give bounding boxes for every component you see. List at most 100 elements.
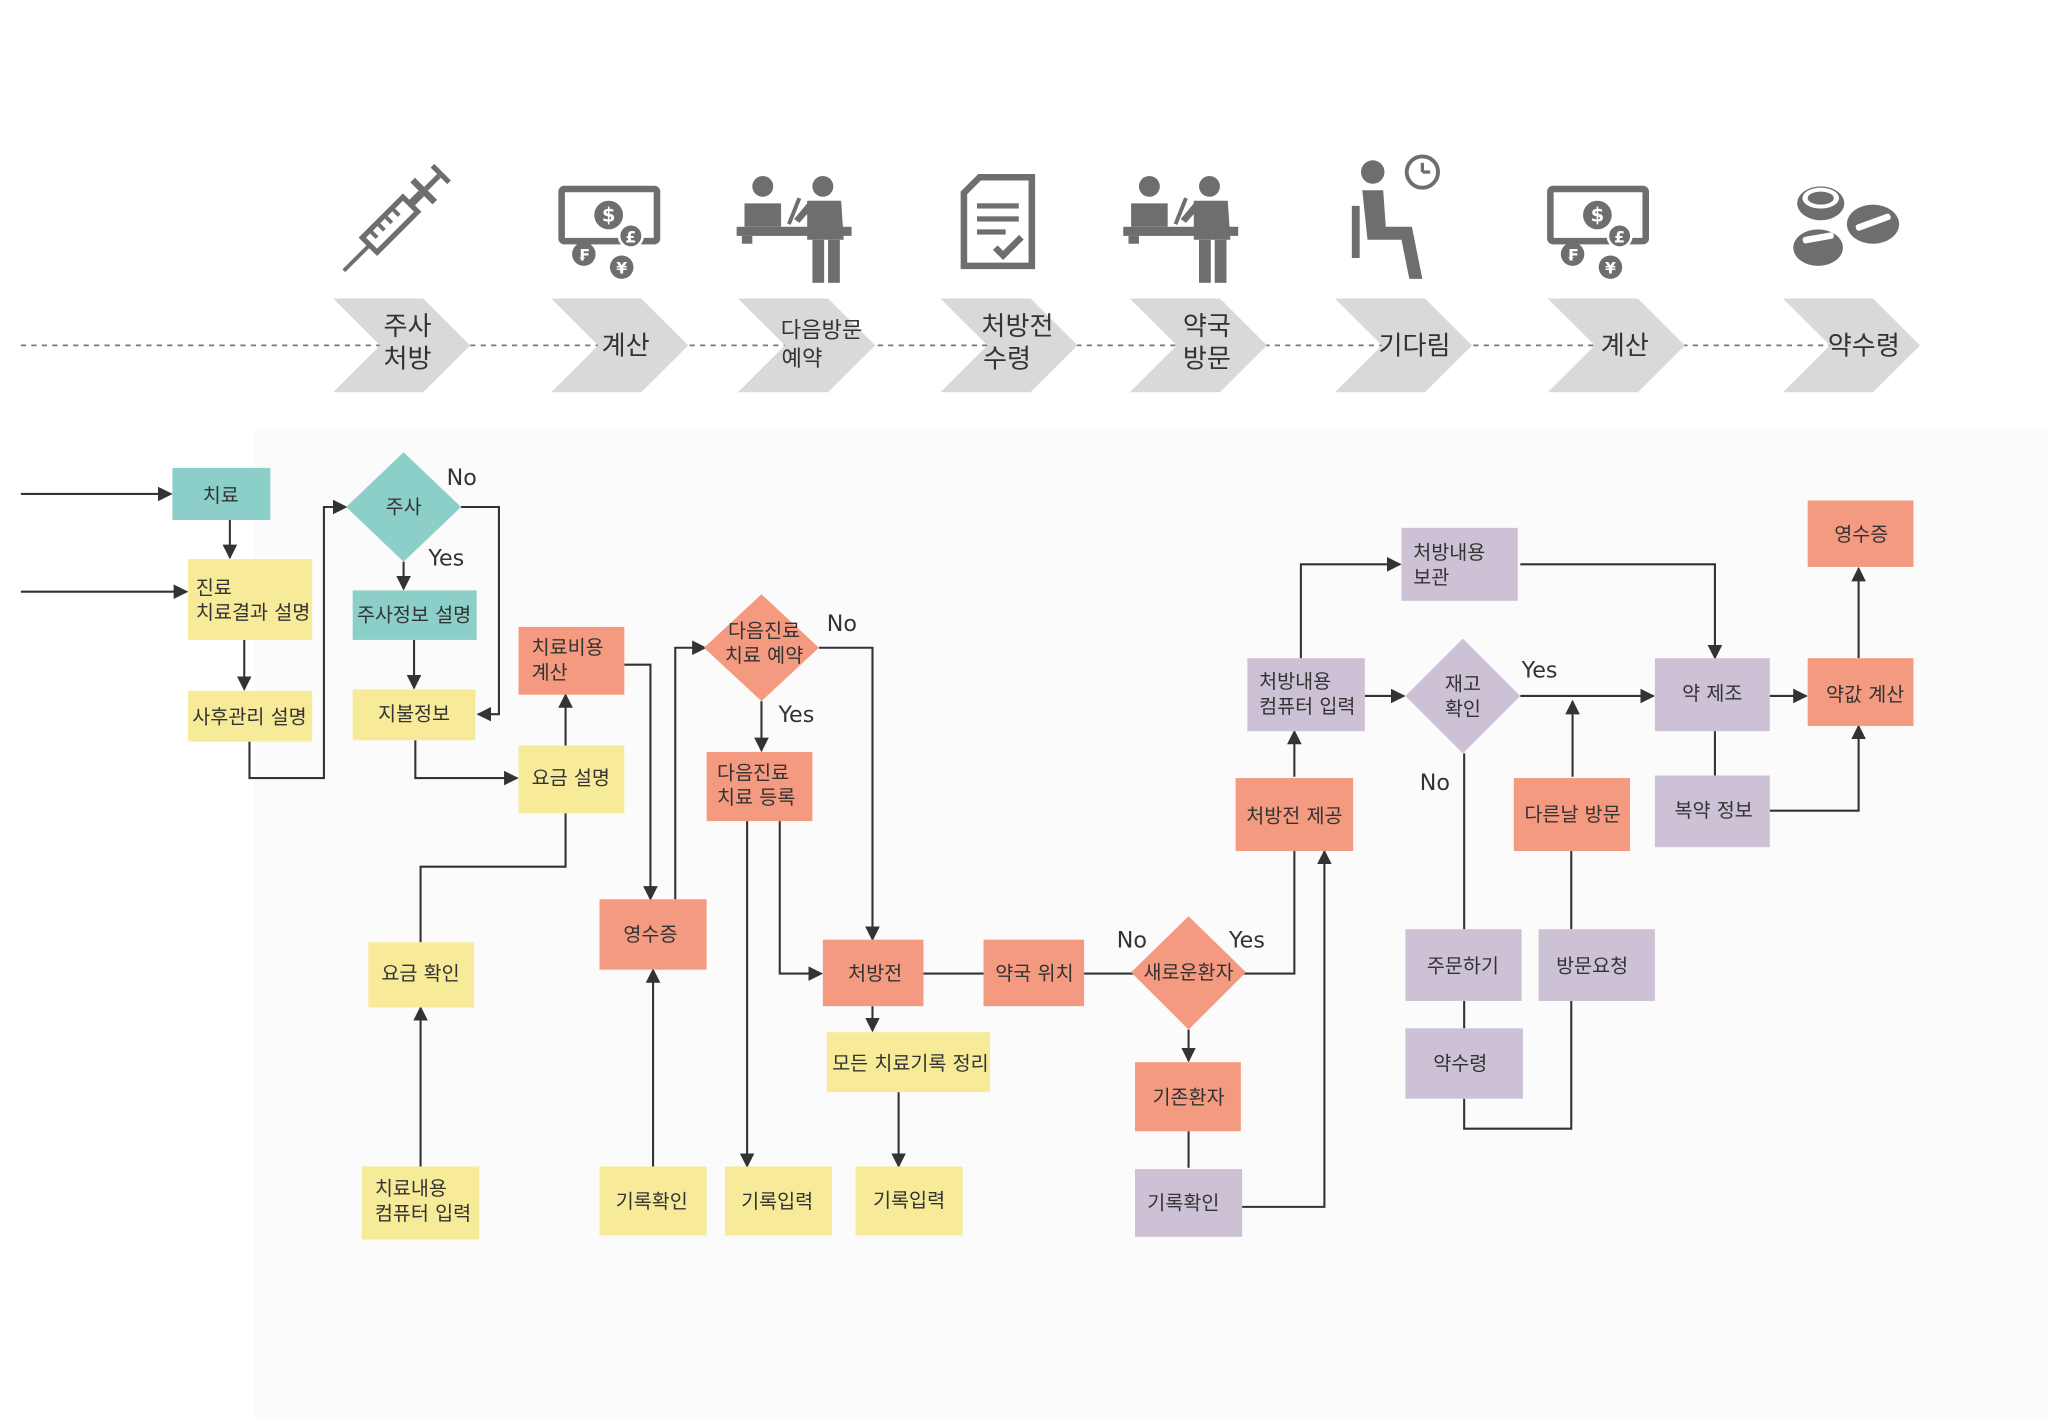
stage-label-line1: 처방전 [981,312,1053,342]
stage-chevron [333,298,471,393]
stage-chevron [1129,298,1267,393]
svg-text:₣: ₣ [1567,246,1578,265]
label-no: No [1420,770,1450,796]
node-label-line2: 확인 [1445,698,1481,721]
node-label-line1: 치료비용 [532,636,604,659]
stage-label-line1: 약국 [1183,312,1231,342]
node-prescription: 처방전 [822,939,924,1007]
node-label: 약수령 [1433,1052,1487,1075]
decision-stock-check: 재고 확인 [1405,638,1521,754]
node-label-line2: 컴퓨터 입력 [1259,695,1355,718]
stage-chevron [1782,298,1920,393]
stage-chevron [737,298,876,393]
node-label: 주문하기 [1427,954,1499,977]
node-label-line1: 다음진료 [717,761,789,784]
node-label-line2: 컴퓨터 입력 [375,1202,471,1225]
node-label: 모든 치료기록 정리 [832,1052,989,1075]
label-yes: Yes [777,702,814,728]
node-receipt: 영수증 [599,899,707,970]
node-label-line2: 치료결과 설명 [196,601,310,624]
node-treatment-input: 치료내용 컴퓨터 입력 [361,1166,480,1240]
node-aftercare: 사후관리 설명 [188,690,313,742]
node-label: 요금 설명 [532,767,610,790]
label-yes: Yes [1521,658,1558,684]
node-existing-patient: 기존환자 [1135,1062,1241,1132]
svg-text:£: £ [1614,227,1625,246]
label-yes: Yes [1228,928,1265,954]
node-label-line2: 보관 [1413,566,1449,589]
money-icon: $ £ ₣ ¥ [558,185,661,279]
node-label-line1: 재고 [1445,673,1481,696]
node-label: 약값 계산 [1826,683,1904,706]
svg-text:¥: ¥ [616,259,627,278]
node-rx-input: 처방내용 컴퓨터 입력 [1247,658,1365,732]
node-dosage-info: 복약 정보 [1654,775,1770,848]
label-yes: Yes [427,546,464,572]
node-label: 처방전 [848,962,902,985]
consultation-icon [1123,175,1239,283]
node-label: 지불정보 [378,703,450,726]
decision-new-patient: 새로운환자 [1131,916,1247,1030]
node-label: 영수증 [623,923,677,946]
stage-1: 주사 처방 [333,298,471,393]
decision-injection: 주사 [346,452,462,562]
svg-text:₣: ₣ [578,246,589,265]
node-label: 기록확인 [616,1190,688,1213]
decision-next-reservation: 다음진료 치료 예약 [703,594,819,702]
node-label: 주사 [386,496,422,519]
node-label: 약국 위치 [995,962,1073,985]
node-label: 영수증 [1834,523,1888,546]
prescription-icon [960,173,1036,270]
node-fee-explain: 요금 설명 [518,745,625,814]
node-label-line1: 다음진료 [728,619,800,642]
stage-6: 기다림 [1334,298,1472,393]
node-record-check: 기록확인 [1135,1169,1243,1237]
stage-label-line2: 예약 [782,346,823,372]
node-label: 새로운환자 [1144,961,1234,984]
stage-label: 계산 [1601,332,1649,362]
node-provide-prescription: 처방전 제공 [1235,778,1354,852]
stage-5: 약국 방문 [1129,298,1267,393]
node-cost-calc: 치료비용 계산 [518,626,625,695]
label-no: No [827,611,857,637]
node-receive-medicine: 약수령 [1405,1028,1523,1099]
stage-4: 처방전 수령 [940,298,1078,393]
node-treatment: 치료 [172,467,271,521]
stage-label-line2: 처방 [383,345,431,375]
stage-7: 계산 [1547,298,1685,393]
node-make-medicine: 약 제조 [1654,658,1770,732]
node-label-line2: 치료 등록 [717,786,795,809]
node-label-line1: 처방내용 [1413,541,1485,564]
stage-chevron [1547,298,1685,393]
node-label: 기존환자 [1153,1086,1225,1109]
node-label-line1: 치료내용 [375,1177,447,1200]
stage-3: 다음방문 예약 [737,298,876,393]
node-fee-confirm: 요금 확인 [368,942,475,1008]
consultation-icon [736,175,852,283]
stage-label: 계산 [602,332,650,362]
node-label: 약 제조 [1682,682,1742,705]
node-label: 사후관리 설명 [192,705,306,728]
node-record-check: 기록확인 [599,1166,707,1236]
svg-text:¥: ¥ [1605,259,1616,278]
syringe-icon [342,163,451,273]
node-label-line2: 계산 [532,661,568,684]
stage-label-line1: 주사 [383,312,431,342]
stage-chevron [940,298,1078,393]
node-payment-info: 지불정보 [352,689,476,741]
node-label: 방문요청 [1556,954,1628,977]
node-label-line2: 치료 예약 [725,644,803,667]
money-icon: $ £ ₣ ¥ [1547,185,1649,279]
svg-text:£: £ [625,227,636,246]
label-no: No [1117,928,1147,954]
node-label-line1: 처방내용 [1259,670,1331,693]
node-injection-info: 주사정보 설명 [352,590,477,640]
node-record-input: 기록입력 [855,1166,963,1236]
waiting-icon [1351,154,1440,279]
label-no: No [447,465,477,491]
svg-text:$: $ [602,204,616,227]
node-next-day-visit: 다른날 방문 [1513,778,1631,852]
pills-icon [1793,186,1900,266]
stage-label: 약수령 [1828,332,1900,362]
